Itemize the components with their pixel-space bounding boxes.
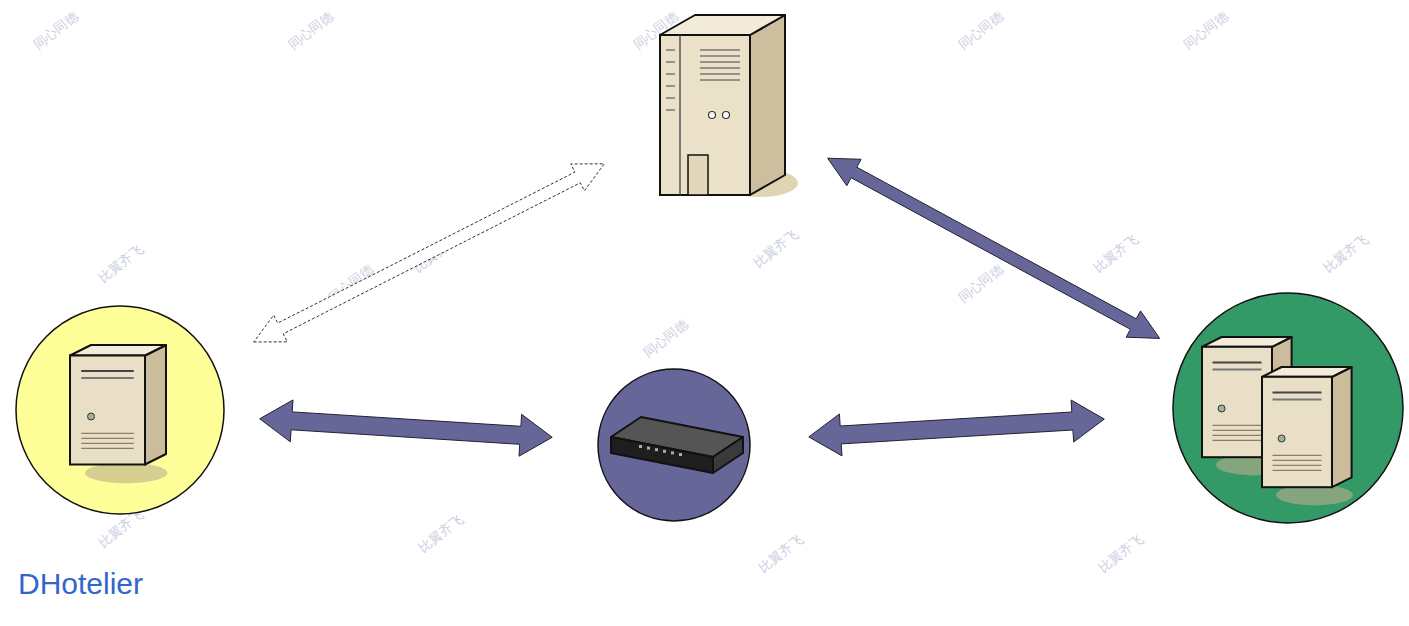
watermark-text: 比翼齐飞 bbox=[415, 511, 467, 557]
circle-outline bbox=[15, 305, 225, 515]
device-circle bbox=[597, 368, 751, 522]
node-caption: DHotelier bbox=[18, 567, 143, 601]
device-circle bbox=[1172, 292, 1404, 524]
dashed-double-arrow bbox=[254, 164, 605, 342]
circle-outline bbox=[1172, 292, 1404, 524]
watermark-text: 同心同德 bbox=[30, 8, 82, 54]
double-arrow bbox=[260, 400, 553, 456]
server-node bbox=[640, 5, 810, 200]
watermark-text: 同心同德 bbox=[955, 261, 1007, 307]
device-circle: DHotelier bbox=[15, 305, 225, 515]
watermark-text: 同心同德 bbox=[285, 8, 337, 54]
double-arrow bbox=[828, 158, 1160, 338]
watermark-text: 比翼齐飞 bbox=[1090, 231, 1142, 277]
double-arrow bbox=[809, 400, 1105, 456]
watermark-text: 同心同德 bbox=[955, 8, 1007, 54]
watermark-text: 比翼齐飞 bbox=[1320, 231, 1372, 277]
watermark-text: 比翼齐飞 bbox=[750, 226, 802, 272]
circle-outline bbox=[597, 368, 751, 522]
server-illustration bbox=[640, 5, 810, 200]
watermark-text: 同心同德 bbox=[640, 316, 692, 362]
watermark-text: 比翼齐飞 bbox=[95, 241, 147, 287]
watermark-text: 比翼齐飞 bbox=[755, 531, 807, 577]
watermark-text: 同心同德 bbox=[1180, 8, 1232, 54]
watermark-text: 比翼齐飞 bbox=[1095, 531, 1147, 577]
